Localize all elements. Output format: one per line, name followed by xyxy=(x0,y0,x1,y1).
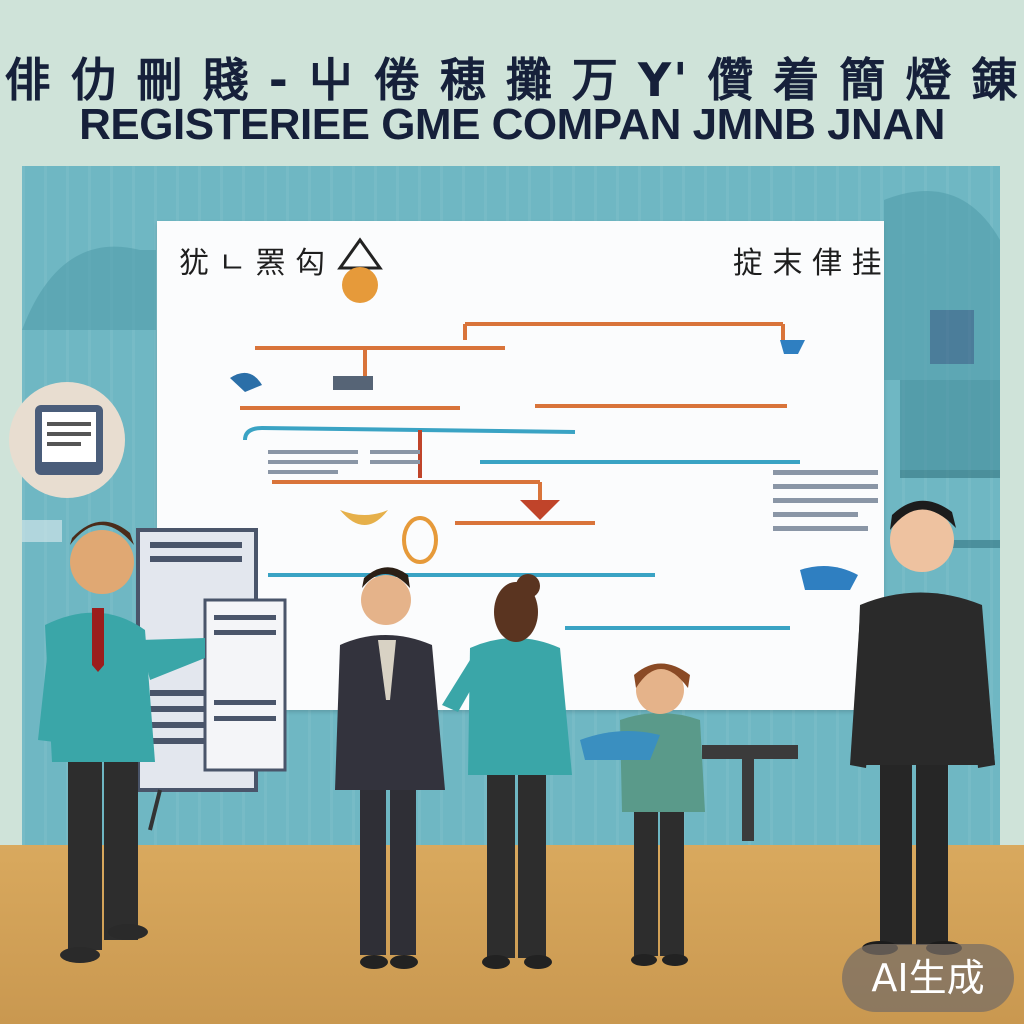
document-badge xyxy=(9,382,125,498)
title-chinese: 俳 仂 刪 賤 - 屮 倦 穂 攤 万 Y' 儹 着 簡 燈 錬 xyxy=(4,53,1020,107)
person-dark-suit xyxy=(335,567,445,969)
person-teal-shirt xyxy=(442,574,572,969)
wall-frame xyxy=(930,310,974,364)
person-presenter xyxy=(38,521,205,963)
side-table xyxy=(702,745,798,841)
clipboard-stand xyxy=(136,528,287,831)
person-black-outfit xyxy=(850,500,995,955)
title-english: REGISTERIEE GME COMPAN JMNB JNAN xyxy=(79,100,945,149)
board-text-blocks xyxy=(268,376,878,531)
ai-generated-watermark: AI生成 xyxy=(842,944,1014,1012)
board-label-right: 掟 末 侓 挂 xyxy=(733,246,882,281)
person-short-woman xyxy=(580,663,705,966)
cloud-icon xyxy=(800,566,858,590)
board-label-left: 犹 ㄴ 罴 匃 xyxy=(179,246,326,281)
flowchart-lines xyxy=(240,322,800,630)
board-icons xyxy=(230,237,858,590)
background-decor xyxy=(22,191,1000,548)
